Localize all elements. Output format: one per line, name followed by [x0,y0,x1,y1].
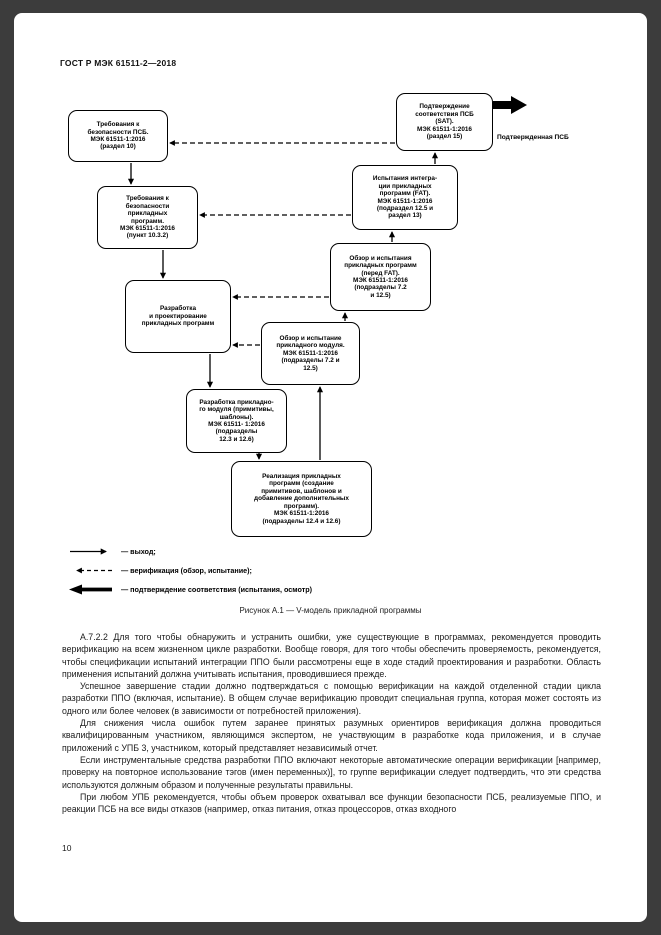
body-paragraph: Успешное завершение стадии должно подтве… [62,681,601,716]
body-paragraph: При любом УПБ рекомендуется, чтобы объем… [62,791,601,815]
legend-item-validation: — подтверждение соответствия (испытания,… [68,583,312,595]
thick-left-arrow-icon [69,584,112,594]
figure-caption: Рисунок А.1 — V-модель прикладной програ… [239,606,422,615]
paragraph-a-7-2-2: А.7.2.2 Для того чтобы обнаружить и устр… [62,632,601,679]
flowchart-box-application-program-safety-requirements: Требования к безопасности прикладных про… [97,186,198,249]
legend-item-verification: — верификация (обзор, испытание); [68,564,252,576]
flowchart-box-sis-validation-sat: Подтверждение соответствия ПСБ (SAT). МЭ… [396,93,493,151]
flowchart-box-module-development: Разработка прикладно- го модуля (примити… [186,389,287,453]
body-text: А.7.2.2 Для того чтобы обнаружить и устр… [62,631,601,815]
legend-label-output: — выход; [121,546,156,556]
flowchart-box-integration-testing-fat: Испытания интегра- ции прикладных програ… [352,165,458,230]
document-header: ГОСТ Р МЭК 61511-2—2018 [60,58,177,68]
flowchart-box-sis-safety-requirements: Требования к безопасности ПСБ. МЭК 61511… [68,110,168,162]
flowchart-box-pre-fat-review-testing: Обзор и испытания прикладных программ (п… [330,243,431,311]
legend-item-output: — выход; [68,545,156,557]
flowchart-box-application-program-design: Разработка и проектирование прикладных п… [125,280,231,353]
flowchart-box-program-implementation: Реализация прикладных программ (создание… [231,461,372,537]
page-number: 10 [62,843,72,853]
dashed-left-arrow-icon [76,567,112,573]
legend-label-validation: — подтверждение соответствия (испытания,… [121,584,313,594]
body-paragraph: Если инструментальные средства разработк… [62,754,601,790]
solid-right-arrow-icon [70,547,107,555]
flowchart-box-module-review-testing: Обзор и испытание прикладного модуля. МЭ… [261,322,360,385]
legend-label-verification: — верификация (обзор, испытание); [121,565,252,575]
body-paragraph: Для снижения числа ошибок путем заранее … [62,718,601,753]
validated-psb-label: Подтвержденная ПСБ [497,134,569,141]
